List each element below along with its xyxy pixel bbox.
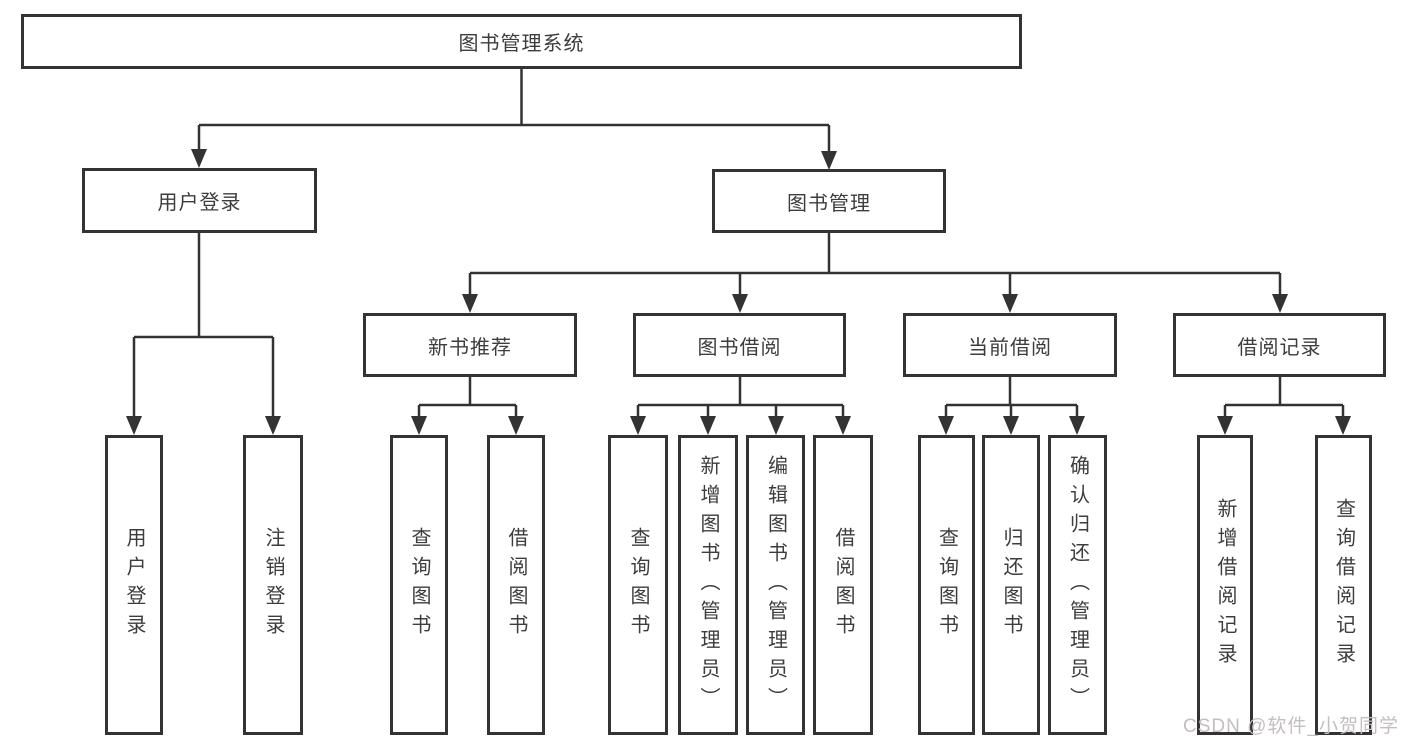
leaf-query-books-borrow: 查询图书 xyxy=(608,435,668,735)
node-new-book-recommend: 新书推荐 xyxy=(363,313,577,377)
leaf-query-books-recommend-label: 查询图书 xyxy=(408,527,430,643)
node-book-borrow: 图书借阅 xyxy=(633,313,846,377)
leaf-edit-book-admin: 编辑图书（管理员） xyxy=(746,435,805,735)
csdn-watermark: CSDN @软件_小贺同学 xyxy=(1183,716,1399,737)
leaf-query-borrow-record-label: 查询借阅记录 xyxy=(1332,498,1355,672)
leaf-return-books-label: 归还图书 xyxy=(1000,527,1022,643)
leaf-add-book-admin-label: 新增图书（管理员） xyxy=(697,454,719,716)
node-root: 图书管理系统 xyxy=(21,14,1022,69)
leaf-add-borrow-record-label: 新增借阅记录 xyxy=(1214,498,1236,672)
node-current-borrow-label: 当前借阅 xyxy=(968,336,1052,359)
node-user-login: 用户登录 xyxy=(82,168,317,233)
node-new-book-recommend-label: 新书推荐 xyxy=(428,336,512,359)
node-user-login-label: 用户登录 xyxy=(157,192,242,214)
leaf-logout: 注销登录 xyxy=(243,435,303,735)
leaf-query-books-recommend: 查询图书 xyxy=(390,435,448,735)
node-borrow-records-label: 借阅记录 xyxy=(1237,336,1322,359)
leaf-confirm-return-admin: 确认归还（管理员） xyxy=(1048,435,1107,735)
leaf-borrow-books-2-label: 借阅图书 xyxy=(832,527,854,643)
node-book-management: 图书管理 xyxy=(712,169,946,233)
leaf-add-book-admin: 新增图书（管理员） xyxy=(678,435,738,735)
leaf-user-login-label: 用户登录 xyxy=(123,527,145,643)
leaf-confirm-return-admin-label: 确认归还（管理员） xyxy=(1066,454,1089,716)
leaf-edit-book-admin-label: 编辑图书（管理员） xyxy=(764,454,787,716)
node-book-management-label: 图书管理 xyxy=(787,192,871,215)
leaf-query-books-borrow-label: 查询图书 xyxy=(627,527,649,643)
node-borrow-records: 借阅记录 xyxy=(1173,313,1386,377)
leaf-add-borrow-record: 新增借阅记录 xyxy=(1197,435,1253,735)
leaf-borrow-books-2: 借阅图书 xyxy=(813,435,873,735)
leaf-query-books-current: 查询图书 xyxy=(918,435,975,735)
node-book-borrow-label: 图书借阅 xyxy=(697,336,782,359)
leaf-borrow-books-recommend: 借阅图书 xyxy=(487,435,545,735)
arrowhead-icons xyxy=(126,149,1351,435)
node-current-borrow: 当前借阅 xyxy=(903,313,1117,377)
node-root-label: 图书管理系统 xyxy=(458,33,585,55)
leaf-return-books: 归还图书 xyxy=(982,435,1040,735)
leaf-query-borrow-record: 查询借阅记录 xyxy=(1315,435,1372,735)
leaf-logout-label: 注销登录 xyxy=(262,527,284,643)
leaf-user-login: 用户登录 xyxy=(105,435,163,735)
leaf-borrow-books-recommend-label: 借阅图书 xyxy=(505,527,527,643)
leaf-query-books-current-label: 查询图书 xyxy=(935,527,958,643)
